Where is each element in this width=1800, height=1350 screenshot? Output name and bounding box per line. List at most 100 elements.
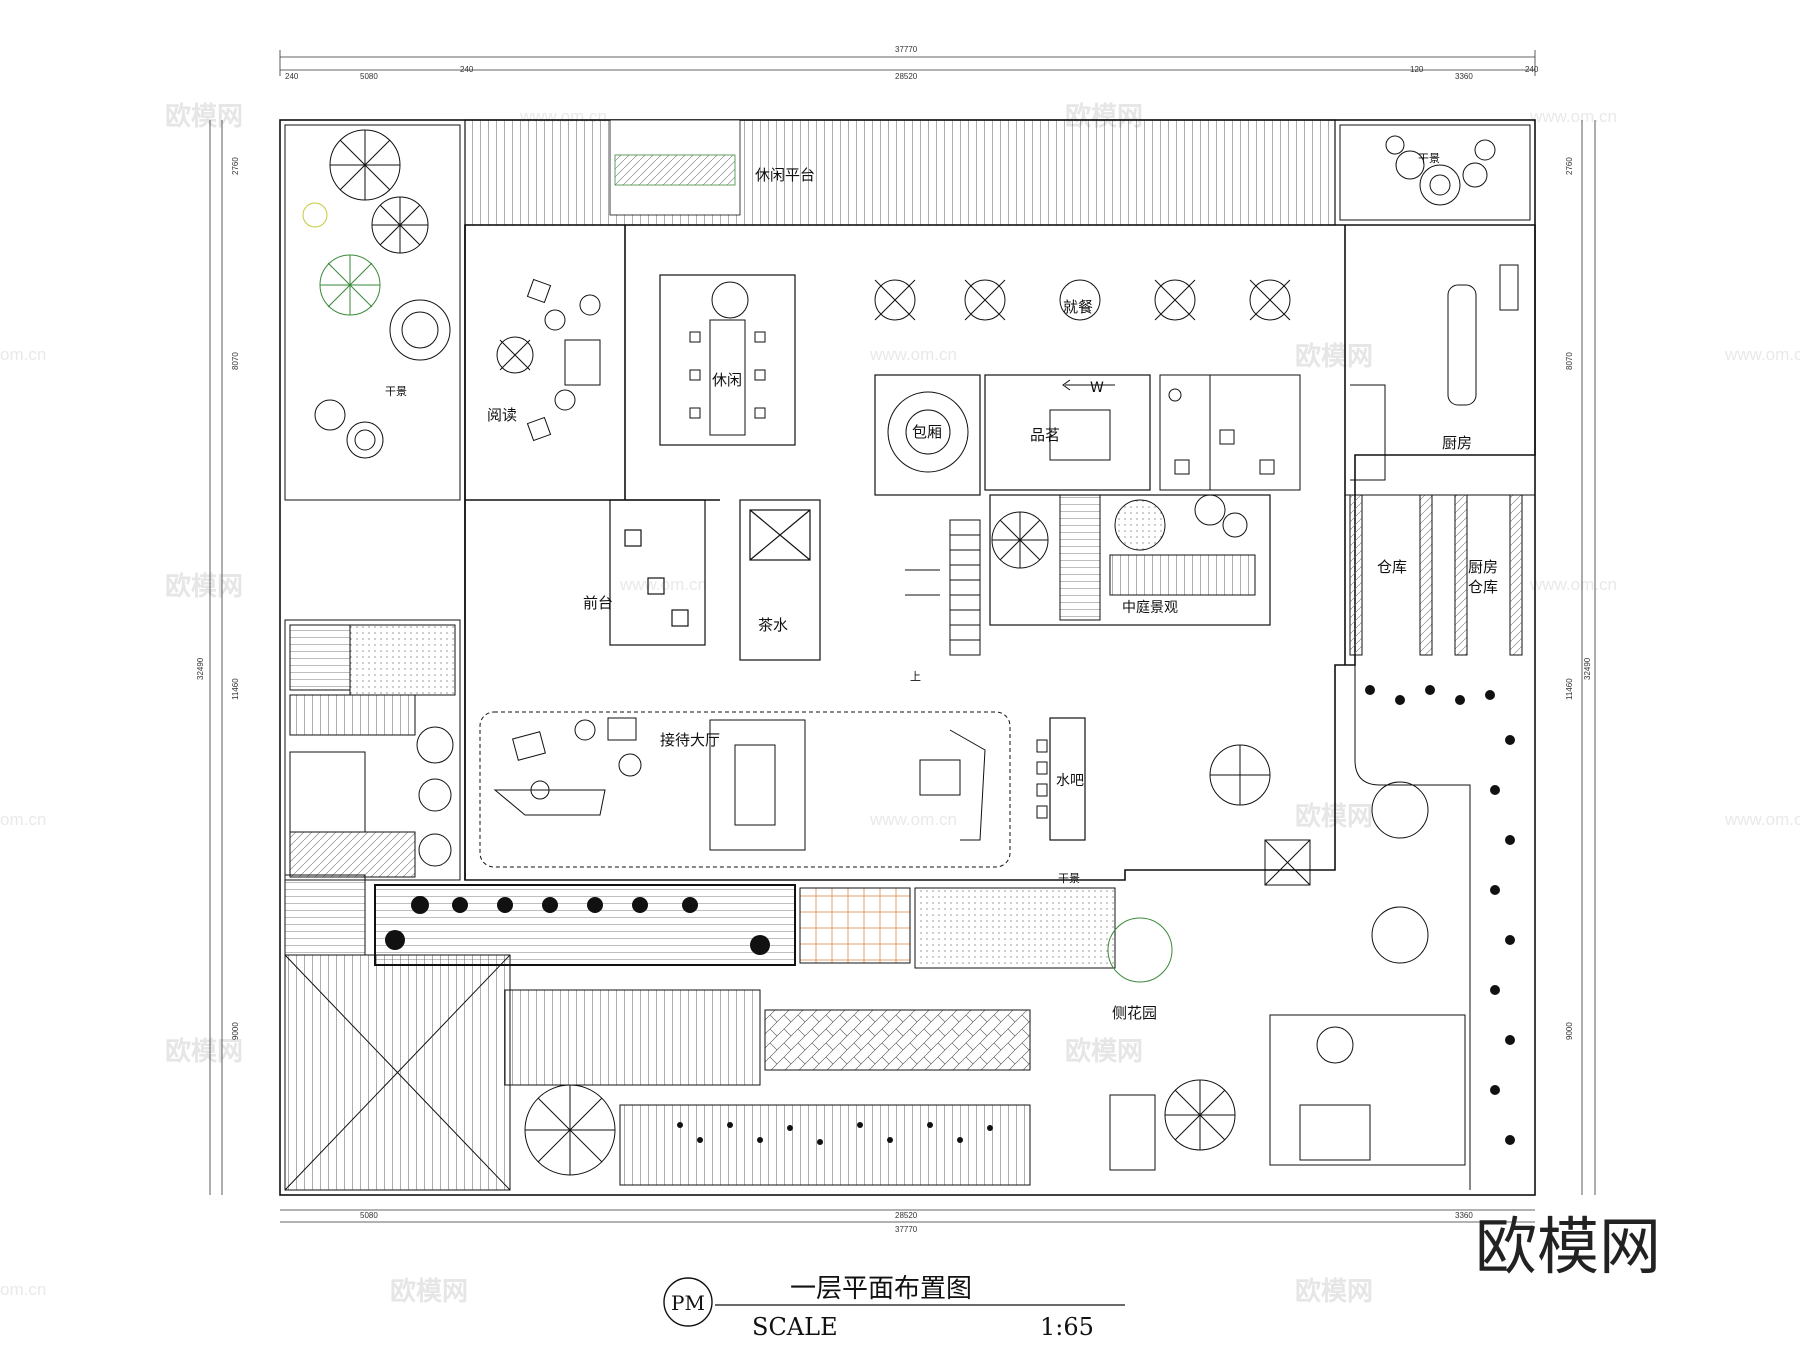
side-garden-features — [1109, 665, 1471, 1190]
label-kitchen: 厨房 — [1442, 434, 1472, 452]
reception-hall-zone — [479, 711, 1011, 868]
dimension-lines — [209, 50, 1596, 1223]
label-kitchen-storage-2: 仓库 — [1468, 578, 1498, 596]
svg-text:www.om.cn: www.om.cn — [1529, 107, 1617, 126]
label-tea: 品茗 — [1030, 426, 1060, 444]
svg-text:欧模网: 欧模网 — [1295, 801, 1373, 832]
dim-seg-1: 240 — [285, 72, 299, 81]
svg-text:欧模网: 欧模网 — [1065, 1036, 1143, 1067]
dim-side-left: 32490 — [196, 657, 205, 680]
label-dry-scape-top: 干景 — [1418, 152, 1440, 165]
svg-text:欧模网: 欧模网 — [1295, 1276, 1373, 1307]
reading-furniture — [496, 278, 601, 442]
tea-room-zone — [984, 374, 1151, 491]
label-tea-water: 茶水 — [758, 616, 788, 634]
label-water-bar: 水吧 — [1056, 773, 1084, 789]
title-block: PM 一层平面布置图 SCALE 1:65 — [663, 1274, 1125, 1341]
svg-text:www.om.cn: www.om.cn — [619, 575, 707, 594]
label-kitchen-storage-1: 厨房 — [1468, 558, 1498, 576]
label-reception-hall: 接待大厅 — [660, 731, 720, 749]
dim-seg-5: 120 — [1410, 65, 1424, 74]
pergola-zone — [504, 989, 1031, 1186]
dim-overall-bottom: 37770 — [895, 1225, 918, 1234]
svg-text:欧模网: 欧模网 — [1295, 341, 1373, 372]
leisure-table — [689, 281, 766, 436]
courtyard-bridge-vertical — [1059, 494, 1101, 621]
hedge-row-right — [1365, 685, 1515, 1145]
watermark-layer: 欧模网 欧模网 欧模网 欧模网 欧模网 欧模网 欧模网 欧模网 欧模网 www.… — [0, 101, 1800, 1307]
label-private-room: 包厢 — [912, 423, 942, 441]
svg-text:欧模网: 欧模网 — [165, 101, 243, 132]
pavilion-deck — [284, 874, 511, 1191]
water-bar-stools — [1036, 739, 1048, 819]
dim-side-seg-2: 2760 — [231, 157, 240, 175]
svg-text:欧模网: 欧模网 — [390, 1276, 468, 1307]
label-stair-up: 上 — [910, 670, 921, 683]
pebbles-top-right — [1385, 135, 1496, 206]
dim-side-seg-2r: 2760 — [1565, 157, 1574, 175]
scale-label: SCALE — [752, 1313, 838, 1341]
building-walls — [464, 224, 1536, 881]
entry-deck — [799, 887, 911, 964]
private-room-table-inner — [905, 409, 951, 455]
svg-text:欧模网: 欧模网 — [165, 571, 243, 602]
label-leisure: 休闲 — [712, 371, 742, 389]
dim-seg-2: 5080 — [360, 72, 378, 81]
left-side-garden — [284, 619, 461, 881]
svg-text:欧模网: 欧模网 — [165, 1036, 243, 1067]
private-room-zone — [874, 374, 981, 496]
dim-seg-4: 28520 — [895, 72, 918, 81]
dry-stream — [914, 887, 1116, 969]
kitchen-fixtures — [1350, 264, 1519, 481]
title-text: 一层平面布置图 — [790, 1274, 972, 1304]
dim-side-seg-4: 8070 — [231, 352, 240, 370]
dim-side-seg-4r: 8070 — [1565, 352, 1574, 370]
label-leisure-deck: 休闲平台 — [755, 166, 815, 184]
courtyard-plants — [991, 494, 1248, 569]
dim-seg-bottom-4: 28520 — [895, 1211, 918, 1220]
green-tree — [1107, 917, 1173, 983]
title-badge-circle — [663, 1277, 713, 1327]
dim-seg-3: 240 — [460, 65, 474, 74]
label-dry-scape-mid: 干景 — [1058, 872, 1080, 885]
dim-side-seg-6: 11460 — [231, 678, 240, 700]
dim-overall-top: 37770 — [895, 45, 918, 54]
dim-side-right: 32490 — [1583, 657, 1592, 680]
deck-planter-bed — [614, 154, 736, 186]
private-room-table — [887, 391, 969, 473]
dim-seg-7: 240 — [1525, 65, 1539, 74]
label-dining: 就餐 — [1063, 298, 1093, 316]
title-badge: PM — [671, 1291, 705, 1315]
label-courtyard: 中庭景观 — [1122, 599, 1178, 616]
front-desk-block — [609, 499, 821, 661]
dim-side-seg-8: 9000 — [231, 1022, 240, 1040]
label-side-garden: 侧花园 — [1112, 1004, 1157, 1022]
water-bar-counter — [1049, 717, 1086, 841]
tea-furniture: W — [1049, 379, 1115, 461]
hedge-shrubs — [385, 896, 770, 955]
hedge-strip — [374, 884, 796, 966]
dim-side-seg-8r: 9000 — [1565, 1022, 1574, 1040]
reception-furniture — [493, 717, 986, 851]
svg-text:www.om.cn: www.om.cn — [1529, 575, 1617, 594]
label-front-desk: 前台 — [583, 594, 613, 612]
dry-scape-top-zone — [1339, 124, 1531, 221]
svg-text:www.om.cn: www.om.cn — [1724, 345, 1800, 364]
paving-dots — [677, 1122, 993, 1145]
scale-value: 1:65 — [1040, 1313, 1094, 1341]
svg-text:W: W — [1090, 380, 1104, 396]
restroom-block — [1159, 374, 1301, 491]
label-warehouse: 仓库 — [1377, 558, 1407, 576]
label-dry-scape-left: 干景 — [385, 385, 407, 398]
stair-block — [905, 519, 981, 656]
leisure-deck — [464, 119, 1336, 226]
svg-text:om.cn: om.cn — [0, 810, 46, 829]
dim-seg-6: 3360 — [1455, 72, 1473, 81]
dim-seg-bottom-6: 3360 — [1455, 1211, 1473, 1220]
svg-text:www.om.cn: www.om.cn — [869, 810, 957, 829]
courtyard-zone — [989, 494, 1271, 626]
svg-text:om.cn: om.cn — [0, 1280, 46, 1299]
brand-watermark: 欧模网 — [1475, 1210, 1661, 1283]
storage-block — [1345, 494, 1535, 656]
